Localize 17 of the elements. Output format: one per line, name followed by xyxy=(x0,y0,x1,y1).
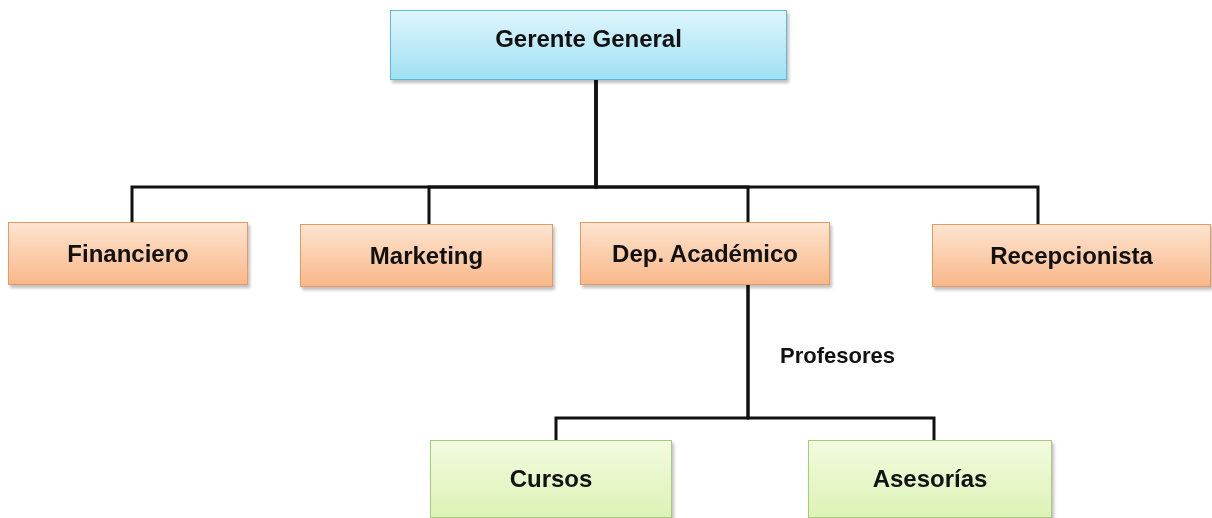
org-box xyxy=(808,440,1052,518)
box-label: Asesorías xyxy=(872,465,988,493)
org-box xyxy=(8,222,248,285)
connector-line xyxy=(746,285,936,440)
org-box xyxy=(390,10,787,80)
org-box xyxy=(932,224,1211,287)
connector-line xyxy=(594,80,1040,224)
connector-note: Profesores xyxy=(780,343,895,369)
box-label: Dep. Académico xyxy=(612,239,798,268)
org-box xyxy=(300,224,553,287)
box-label: Financiero xyxy=(67,239,189,268)
box-label: Cursos xyxy=(509,465,593,493)
box-label: Gerente General xyxy=(495,25,682,53)
box-label: Recepcionista xyxy=(990,241,1153,270)
org-box xyxy=(430,440,672,518)
box-label: Marketing xyxy=(369,241,484,270)
org-box xyxy=(580,222,830,285)
